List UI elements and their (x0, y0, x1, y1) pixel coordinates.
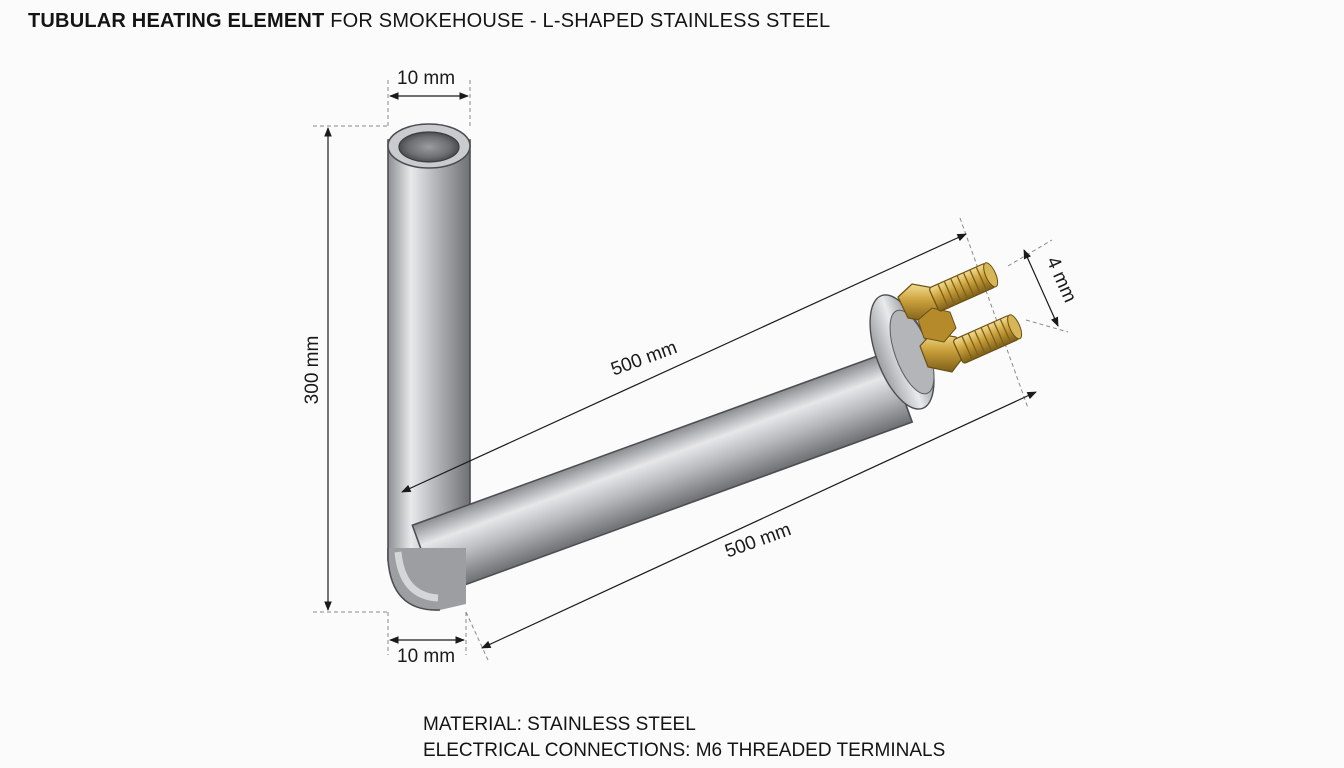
threaded-terminal-upper (929, 262, 999, 312)
title-subtitle: FOR SMOKEHOUSE - L-SHAPED STAINLESS STEE… (330, 10, 831, 32)
label-top-diameter: 10 mm (397, 68, 455, 89)
label-diagonal-lower: 500 mm (722, 519, 794, 562)
title-main: TUBULAR HEATING ELEMENT (28, 10, 325, 32)
label-bottom-diameter: 10 mm (397, 646, 455, 667)
tube-top-opening (387, 123, 471, 169)
threaded-terminal-lower (953, 314, 1023, 364)
diagonal-tube (411, 351, 914, 596)
dimension-lines (324, 92, 1059, 649)
label-vertical-length: 300 mm (302, 336, 323, 405)
note-connections: ELECTRICAL CONNECTIONS: M6 THREADED TERM… (423, 740, 946, 761)
vertical-tube (387, 139, 471, 561)
dim-line-terminal-spacing (1023, 249, 1059, 327)
label-diagonal-upper: 500 mm (608, 337, 680, 380)
dim-line-diagonal-lower (481, 391, 1037, 649)
label-terminal-spacing: 4 mm (1042, 254, 1081, 306)
note-material: MATERIAL: STAINLESS STEEL (423, 714, 696, 735)
drawing-title: TUBULAR HEATING ELEMENT FOR SMOKEHOUSE -… (28, 10, 830, 33)
tube-bend (387, 548, 466, 611)
specification-notes: MATERIAL: STAINLESS STEEL ELECTRICAL CON… (423, 712, 945, 764)
